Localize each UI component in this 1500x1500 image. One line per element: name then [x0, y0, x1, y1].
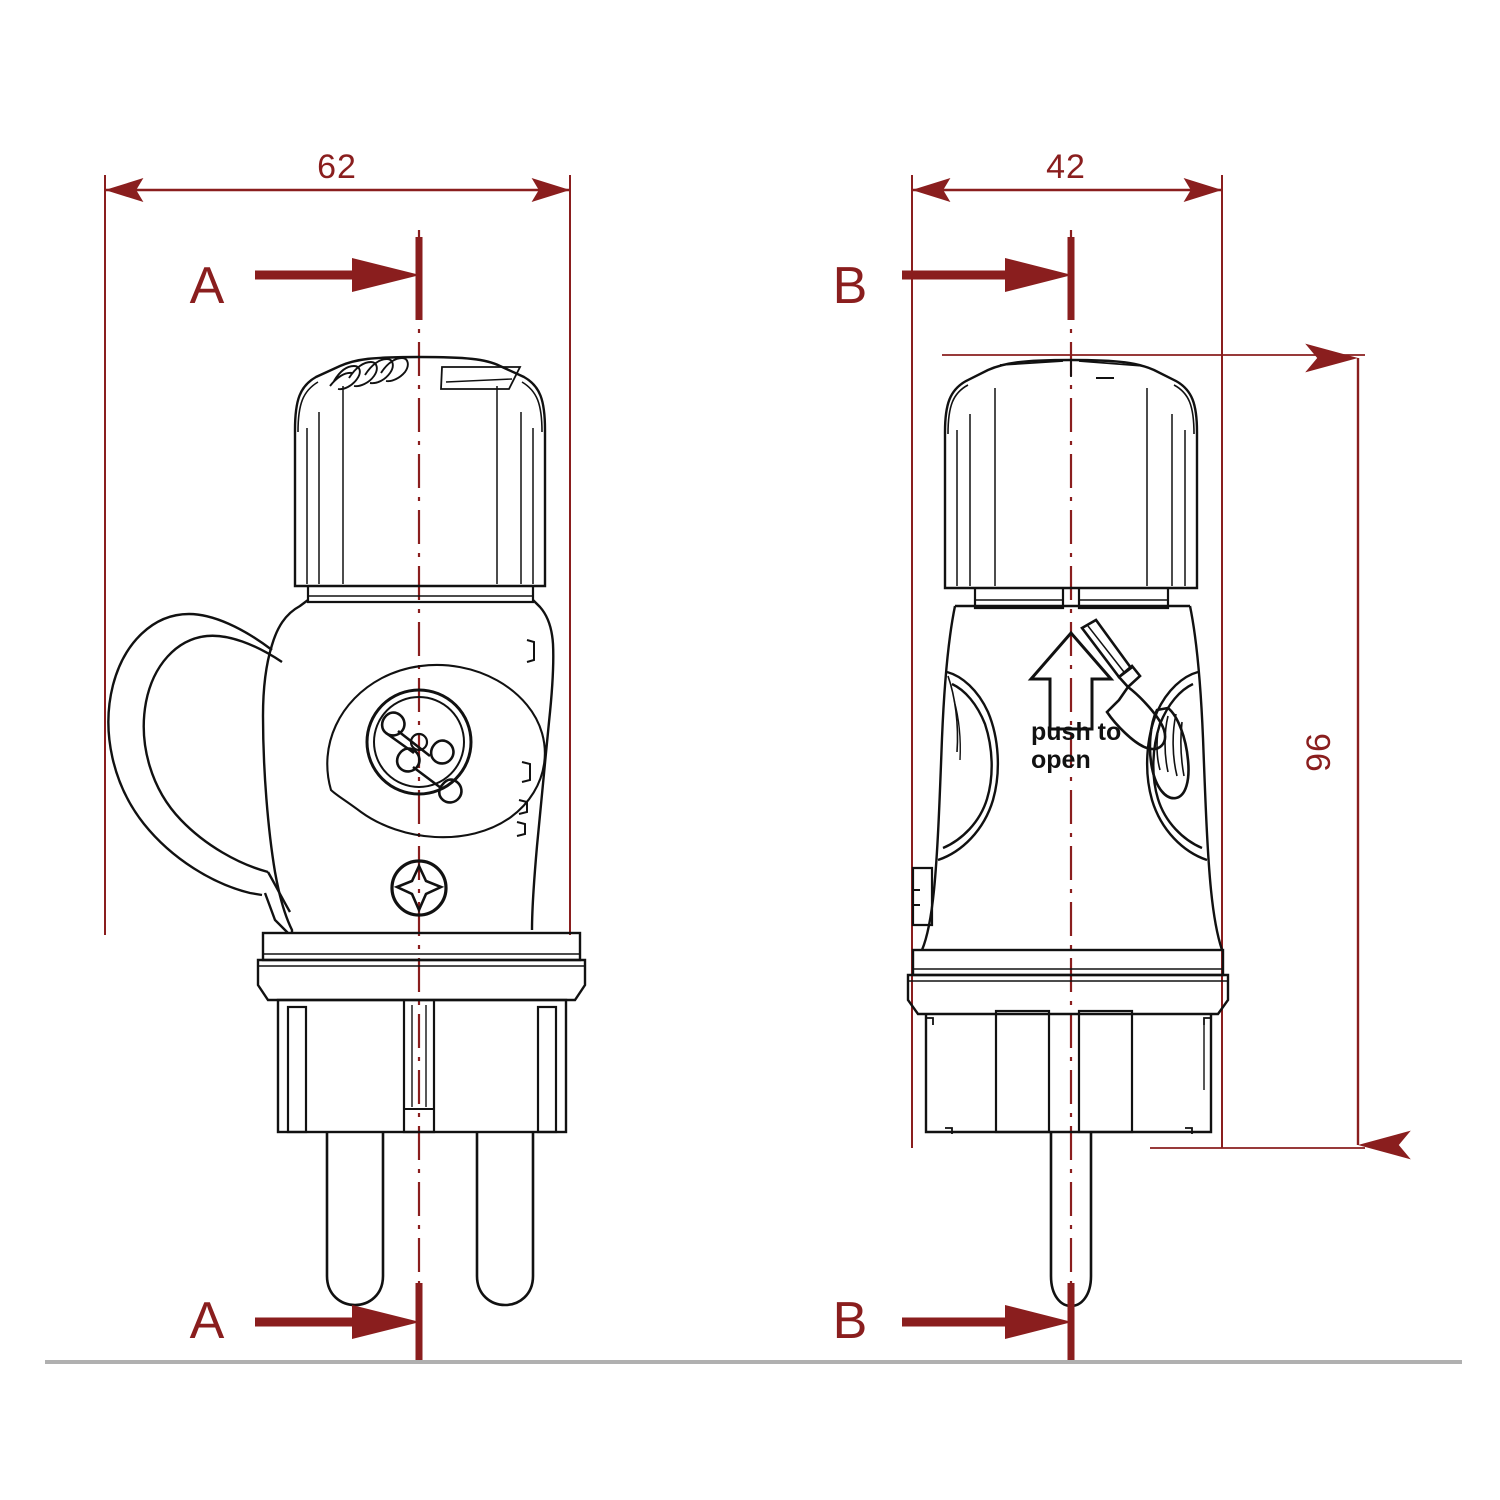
brand-emblem-icon [365, 688, 473, 804]
up-arrow-icon [1027, 630, 1115, 731]
side-cap-collar [973, 588, 1170, 610]
front-plug-pins [276, 998, 568, 1307]
section-label-a-top: A [190, 257, 225, 315]
brand-emblem-icon-side [1148, 706, 1190, 800]
side-cap [943, 358, 1199, 590]
section-label-a-bottom: A [190, 1292, 225, 1350]
screwdriver-icon [1080, 618, 1167, 751]
front-view-group: 62 A [104, 148, 587, 1360]
cross-head-screw-icon [390, 859, 448, 917]
push-to-open-line1: push to [1031, 718, 1121, 746]
push-to-open-line2: open [1031, 746, 1091, 774]
dimension-42-label: 42 [1046, 148, 1086, 186]
dimension-62-label: 62 [317, 148, 357, 186]
side-extension-lines [911, 175, 1223, 1148]
dimension-62: 62 [105, 148, 570, 202]
section-arrow-b-top: B [833, 237, 1075, 320]
front-plug-base [256, 931, 587, 1002]
front-cap-collar [306, 586, 535, 604]
section-arrow-b-bottom: B [833, 1283, 1075, 1360]
front-cap [293, 355, 547, 588]
front-extension-lines [104, 175, 571, 935]
section-arrow-a-bottom: A [190, 1283, 423, 1360]
side-view-group: 42 B 96 [833, 148, 1411, 1360]
front-body [107, 599, 555, 934]
section-label-b-top: B [833, 257, 868, 315]
dimension-96-label: 96 [1300, 732, 1338, 772]
push-to-open-label: push to open [1031, 718, 1121, 774]
section-label-b-bottom: B [833, 1292, 868, 1350]
dimension-96: 96 [942, 343, 1411, 1160]
side-plug-base [906, 948, 1230, 1016]
side-body [911, 604, 1224, 951]
dimension-42: 42 [912, 148, 1222, 202]
